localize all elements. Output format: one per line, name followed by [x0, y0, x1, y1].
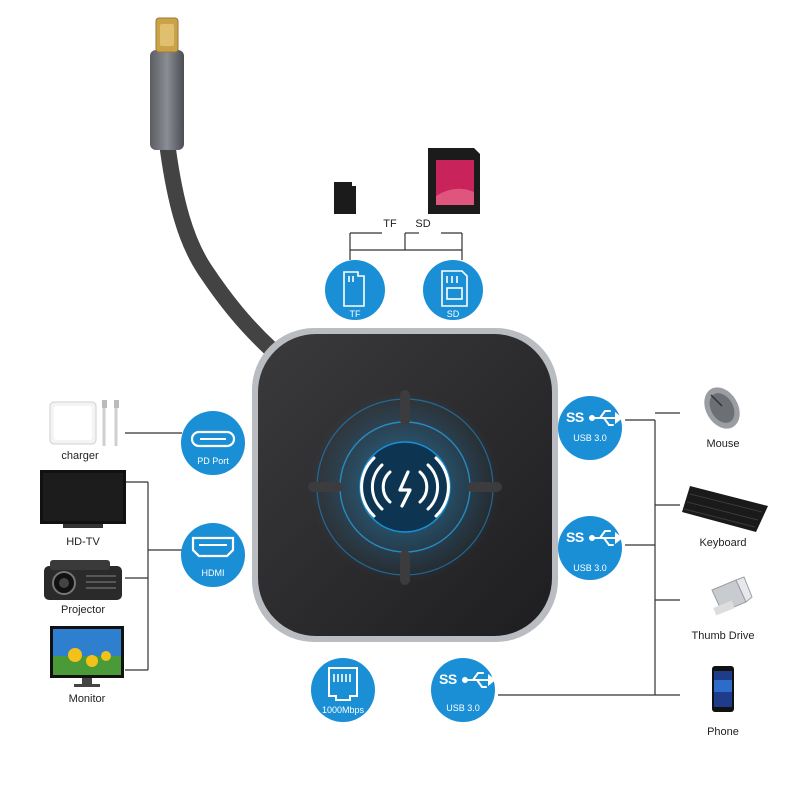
usb-c-port-icon	[190, 430, 236, 448]
usb-c-cable	[150, 17, 280, 358]
hdmi-port-label: HDMI	[201, 568, 225, 578]
usb-bottom-label: USB 3.0	[446, 703, 480, 713]
mouse-icon	[704, 387, 740, 429]
tf-port-label: TF	[349, 309, 361, 319]
ethernet-port-icon	[328, 667, 358, 701]
usb-icon-right-2	[589, 530, 623, 546]
charger-icon	[49, 400, 119, 446]
usb-icon-right-1	[589, 410, 623, 426]
sd-card-icon	[441, 270, 468, 307]
connection-lines	[125, 232, 680, 696]
microsd-card-illustration	[334, 182, 356, 214]
pd-port-label: PD Port	[197, 456, 229, 466]
microsd-card-icon	[343, 271, 365, 307]
device-label-keyboard: Keyboard	[699, 537, 747, 549]
wireless-charging-icon	[360, 456, 450, 518]
pd-port-circle	[181, 411, 245, 475]
usb-right-2-label: USB 3.0	[573, 563, 607, 573]
cable-plug	[150, 50, 184, 150]
keyboard-icon	[682, 486, 768, 532]
sd-card-label: SD	[415, 218, 431, 230]
crosshair-marks	[308, 390, 502, 585]
usb-right-1-circle	[558, 396, 622, 460]
hub-body	[252, 328, 558, 642]
device-label-mouse: Mouse	[706, 438, 740, 450]
device-label-monitor: Monitor	[68, 693, 106, 705]
tv-icon	[40, 470, 126, 528]
tf-port-circle	[325, 260, 385, 320]
device-label-thumb-drive: Thumb Drive	[691, 630, 755, 642]
monitor-icon	[50, 626, 124, 687]
usb-right-2-ss-mark: SS	[566, 529, 584, 545]
usb-icon-bottom	[462, 672, 496, 688]
tf-card-label: TF	[383, 218, 397, 230]
sd-port-label: SD	[446, 309, 460, 319]
ethernet-port-circle	[311, 658, 375, 722]
device-label-phone: Phone	[707, 726, 739, 738]
thumb-drive-icon	[711, 576, 753, 616]
sd-port-circle	[423, 260, 483, 320]
ethernet-port-label: 1000Mbps	[321, 705, 365, 715]
usb-right-1-label: USB 3.0	[573, 433, 607, 443]
sd-card-illustration	[428, 148, 480, 214]
usb-bottom-ss-mark: SS	[439, 671, 457, 687]
device-label-projector: Projector	[60, 604, 106, 616]
device-label-charger: charger	[61, 450, 99, 462]
projector-icon	[44, 560, 122, 600]
device-label-hd-tv: HD-TV	[66, 536, 100, 548]
phone-icon	[712, 666, 734, 712]
usb-right-1-ss-mark: SS	[566, 409, 584, 425]
hdmi-port-icon	[191, 536, 235, 558]
